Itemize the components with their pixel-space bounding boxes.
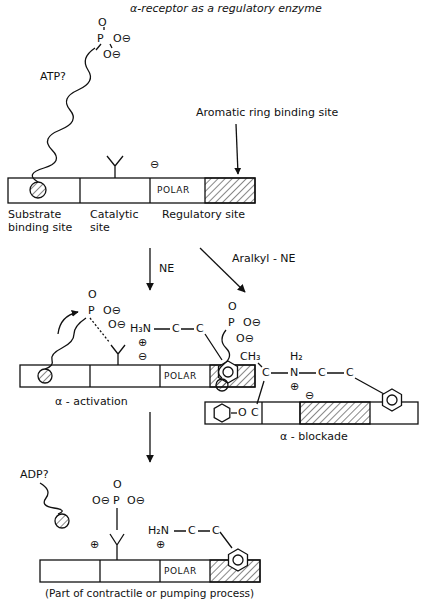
reaction-arrow xyxy=(149,412,150,462)
label-text: Catalytic site xyxy=(90,208,148,234)
label-text: C xyxy=(262,366,270,379)
receptor-activation-part xyxy=(159,365,160,387)
label-text: C xyxy=(318,366,326,379)
label-text: P xyxy=(113,494,120,507)
receptor-top-part xyxy=(107,156,123,178)
label-text: O⊖ xyxy=(243,316,261,329)
receptor-activation-part xyxy=(154,329,222,360)
receptor-panel: POLAR xyxy=(35,462,267,586)
label-text: O⊖ xyxy=(113,32,131,45)
receptor-top-part xyxy=(205,178,255,203)
receptor-blockade-part xyxy=(387,395,397,405)
label-text: ⊕ xyxy=(90,538,99,551)
label-text: H₂N xyxy=(148,524,169,537)
receptor-activation-part xyxy=(38,369,52,383)
label-text: N xyxy=(290,366,298,379)
label-text: ⊖ xyxy=(305,389,314,402)
receptor-blockade-part xyxy=(383,389,402,411)
receptor-final-part xyxy=(99,560,100,582)
receptor-final-part xyxy=(40,560,260,582)
receptor-activation-part xyxy=(111,345,125,365)
receptor-blockade-part xyxy=(261,402,262,424)
receptor-final-part xyxy=(229,549,248,571)
label-text: ADP? xyxy=(20,468,48,481)
label-text: ⊕ xyxy=(156,538,165,551)
label-text: O⊖ xyxy=(127,494,145,507)
receptor-final-part xyxy=(40,483,62,514)
label-text: O⊖ xyxy=(236,332,254,345)
receptor-top-part xyxy=(236,124,238,174)
label-text: ⊖ xyxy=(138,350,147,363)
label-text: P xyxy=(88,304,95,317)
label-text: C xyxy=(172,322,180,335)
receptor-blockade-part xyxy=(231,412,237,413)
site-label: POLAR xyxy=(156,185,191,196)
label-text: Aromatic ring binding site xyxy=(196,106,338,119)
receptor-top-part xyxy=(32,48,95,182)
receptor-final-part xyxy=(55,514,69,528)
receptor-final-part xyxy=(110,508,124,560)
receptor-blockade-part xyxy=(218,330,229,378)
site-label: POLAR xyxy=(163,371,198,382)
panel-caption: α - activation xyxy=(55,395,128,408)
receptor-activation-part xyxy=(90,318,110,343)
receptor-top-part xyxy=(96,27,112,50)
edge-label: NE xyxy=(157,262,176,275)
label-text: O xyxy=(98,16,107,29)
receptor-blockade-part xyxy=(214,404,230,422)
receptor-blockade-part xyxy=(216,379,228,391)
receptor-blockade-part xyxy=(257,363,384,404)
label-text: O⊖ xyxy=(92,494,110,507)
receptor-activation-part xyxy=(223,367,233,377)
label-text: P xyxy=(228,316,235,329)
panel-caption: α - blockade xyxy=(280,430,348,443)
label-text: O xyxy=(238,406,247,419)
label-text: ⊕ xyxy=(290,380,299,393)
label-text: Regulatory site xyxy=(162,208,254,221)
label-text: O⊖ xyxy=(108,318,126,331)
label-text: C xyxy=(251,406,259,419)
receptor-top-part xyxy=(8,178,255,203)
edge-label: Aralkyl - NE xyxy=(230,252,298,265)
label-text: O⊖ xyxy=(103,48,121,61)
label-text: O⊖ xyxy=(103,304,121,317)
label-text: P xyxy=(97,32,104,45)
receptor-activation-part xyxy=(45,318,86,369)
receptor-blockade-part xyxy=(300,402,370,424)
diagram-title: α-receptor as a regulatory enzyme xyxy=(130,2,322,15)
label-text: C xyxy=(346,366,354,379)
label-text: (Part of contractile or pumping process) xyxy=(45,587,254,600)
receptor-top-part xyxy=(79,178,80,203)
receptor-panel: POLAR xyxy=(5,150,258,248)
label-text: C xyxy=(188,524,196,537)
label-text: ⊕ xyxy=(138,336,147,349)
label-text: O xyxy=(228,300,237,313)
label-text: ⊖ xyxy=(150,158,159,171)
receptor-top-part xyxy=(149,178,150,203)
reaction-arrow xyxy=(149,248,150,290)
receptor-final-part xyxy=(233,555,243,565)
label-text: H₂ xyxy=(290,350,303,363)
receptor-top-part xyxy=(30,182,46,198)
receptor-panel: POLAR α - activation xyxy=(15,290,260,412)
label-text: C xyxy=(212,524,220,537)
receptor-final-part xyxy=(174,531,232,548)
label-text: Substrate binding site xyxy=(8,208,78,234)
label-text: O xyxy=(113,478,122,491)
receptor-final-part xyxy=(159,560,160,582)
receptor-activation-part xyxy=(58,312,78,334)
label-text: H₃N xyxy=(130,322,151,335)
receptor-activation xyxy=(20,312,255,387)
label-text: CH₃ xyxy=(240,350,260,363)
receptor-final xyxy=(40,483,260,582)
label-text: ATP? xyxy=(40,70,66,83)
label-text: O xyxy=(88,288,97,301)
receptor-panel: α - blockade xyxy=(200,292,422,452)
site-label: POLAR xyxy=(163,566,198,577)
receptor-activation-part xyxy=(89,365,90,387)
label-text: C xyxy=(196,322,204,335)
receptor-blockade xyxy=(205,330,418,424)
